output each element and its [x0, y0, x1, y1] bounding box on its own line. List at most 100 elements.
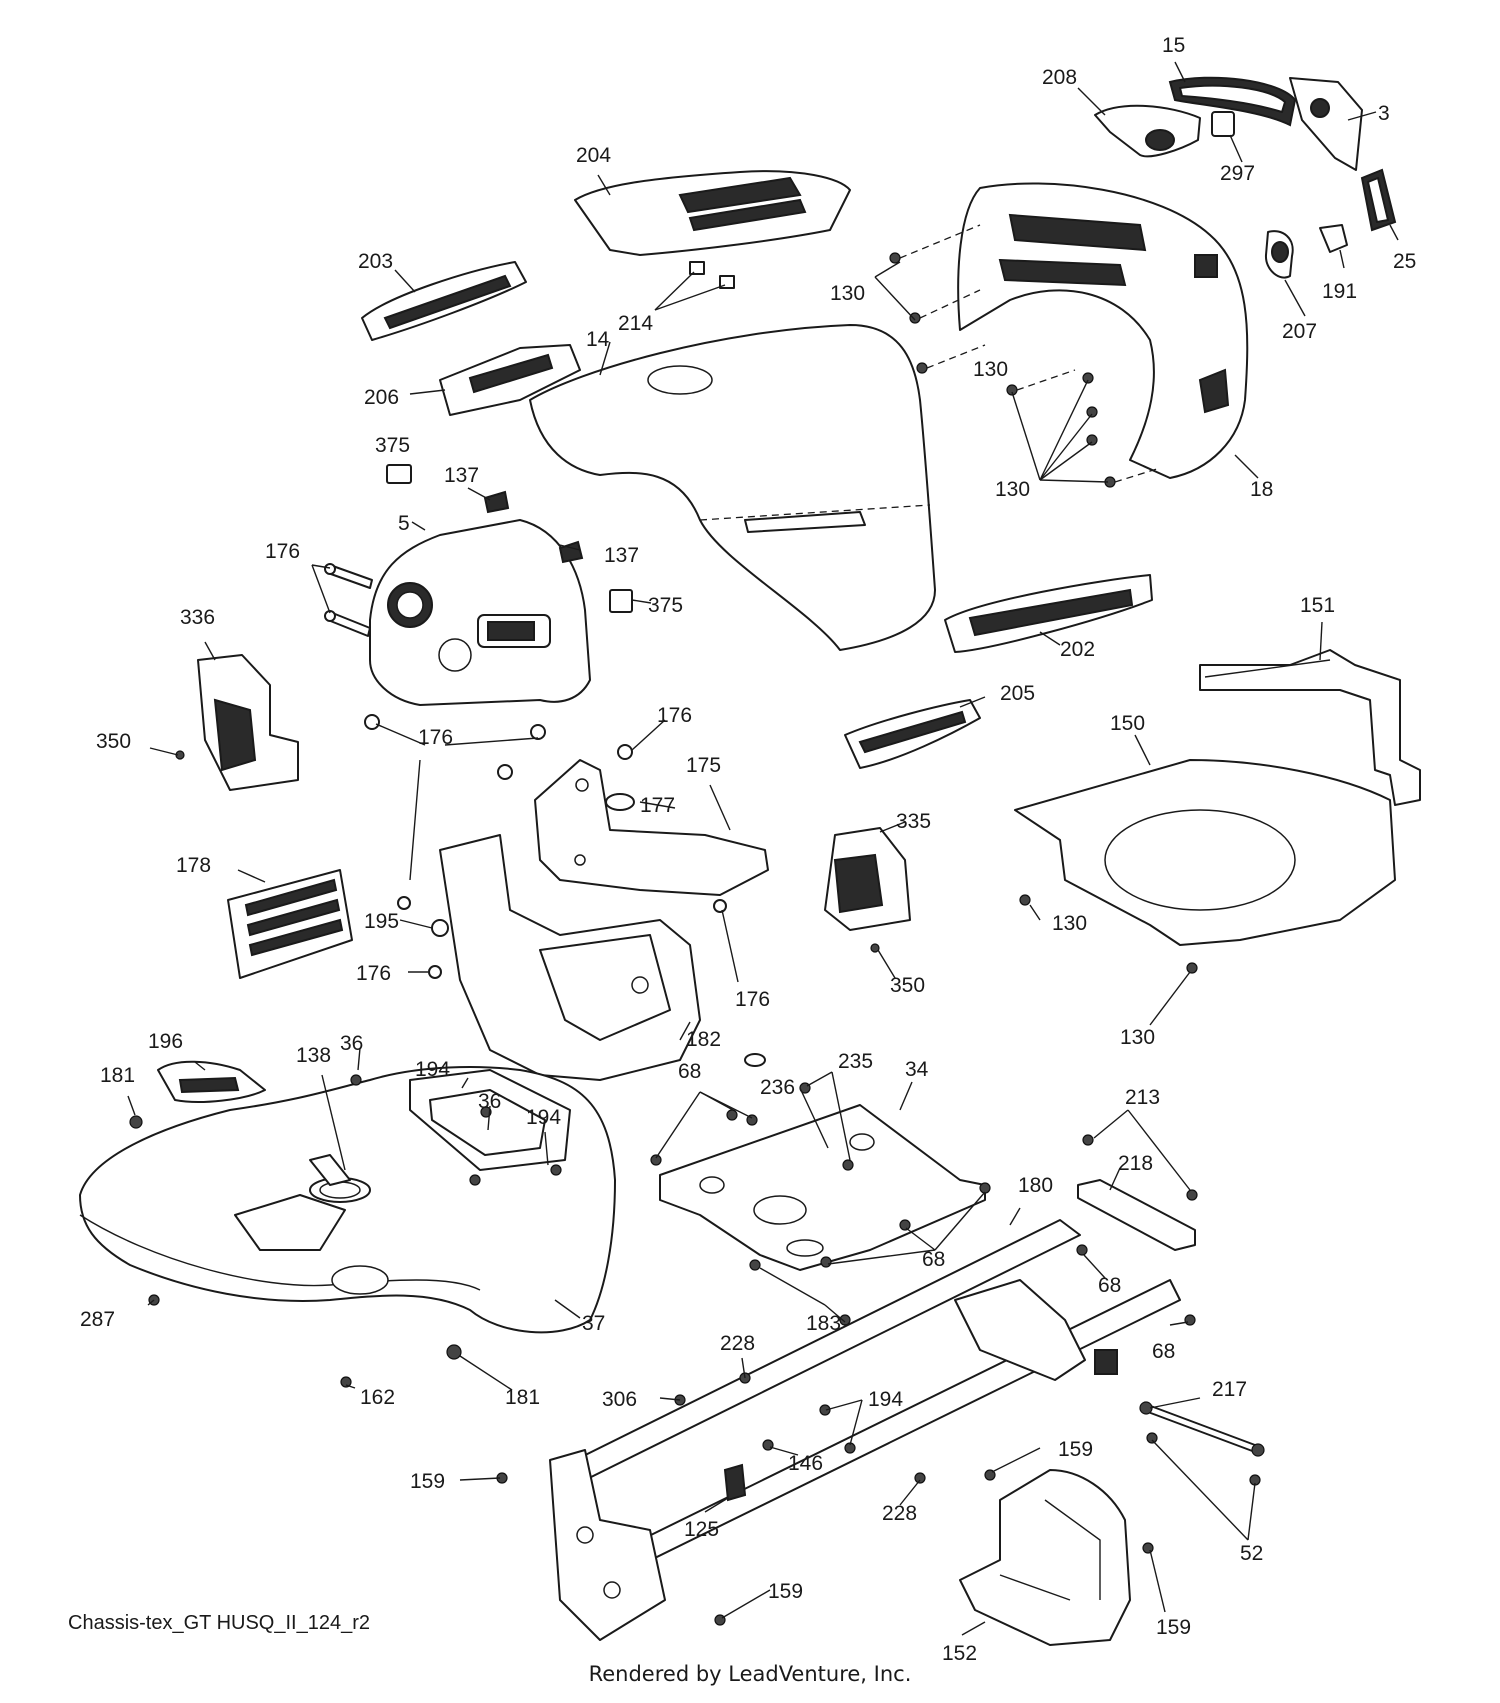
- callout-205: 205: [1000, 682, 1035, 705]
- callout-138: 138: [296, 1044, 331, 1067]
- callout-68-d: 68: [1152, 1340, 1175, 1363]
- screws-130-top: [889, 224, 1161, 488]
- callout-335: 335: [896, 810, 931, 833]
- part-3-dash-panel: [1289, 77, 1363, 171]
- callout-68-a: 68: [678, 1060, 701, 1083]
- part-182-cowl: [439, 834, 701, 1081]
- callout-152: 152: [942, 1642, 977, 1665]
- callout-236: 236: [760, 1076, 795, 1099]
- callout-125: 125: [684, 1518, 719, 1541]
- callout-14: 14: [586, 328, 610, 351]
- callout-194-a: 194: [415, 1058, 450, 1081]
- leader-lines: [127, 61, 1399, 1636]
- callout-18: 18: [1250, 478, 1273, 501]
- callout-203: 203: [358, 250, 393, 273]
- callout-130-d: 130: [1052, 912, 1087, 935]
- callout-196: 196: [148, 1030, 183, 1053]
- callout-36-b: 36: [478, 1090, 501, 1113]
- callout-175: 175: [686, 754, 721, 777]
- part-336-side-panel: [197, 654, 299, 791]
- callout-137-a: 137: [444, 464, 479, 487]
- part-37-fender: [79, 1066, 616, 1334]
- callout-176-e: 176: [735, 988, 770, 1011]
- callout-68-b: 68: [922, 1248, 945, 1271]
- part-335-vent: [824, 827, 911, 931]
- callout-375-b: 375: [648, 594, 683, 617]
- callout-68-c: 68: [1098, 1274, 1121, 1297]
- callout-306: 306: [602, 1388, 637, 1411]
- part-25-seal: [1360, 168, 1397, 232]
- callout-159-d: 159: [1156, 1616, 1191, 1639]
- part-175-bracket: [534, 759, 769, 896]
- part-178-grille-plate: [227, 869, 353, 979]
- callout-213: 213: [1125, 1086, 1160, 1109]
- callout-176-c: 176: [418, 726, 453, 749]
- callout-181-a: 181: [100, 1064, 135, 1087]
- callout-146: 146: [788, 1452, 823, 1475]
- part-152-foot-pan: [959, 1469, 1131, 1646]
- part-208-steering-shaft-cover: [1094, 104, 1201, 158]
- part-151-bracket: [1199, 649, 1421, 806]
- callout-194-b: 194: [526, 1106, 561, 1129]
- bolts-176: [324, 563, 727, 979]
- callout-195: 195: [364, 910, 399, 933]
- part-195-plug: [431, 919, 449, 937]
- rendered-by-credit: Rendered by LeadVenture, Inc.: [588, 1662, 912, 1686]
- part-204-hood-top: [574, 170, 851, 256]
- callout-178: 178: [176, 854, 211, 877]
- callout-130-c: 130: [995, 478, 1030, 501]
- callout-204: 204: [576, 144, 611, 167]
- callout-350-a: 350: [96, 730, 131, 753]
- part-218-bracket: [1077, 1179, 1196, 1251]
- part-202-grille: [944, 574, 1153, 653]
- callout-130-e: 130: [1120, 1026, 1155, 1049]
- callout-194-c: 194: [868, 1388, 903, 1411]
- part-297-clip: [1211, 111, 1235, 137]
- callout-297: 297: [1220, 162, 1255, 185]
- callout-37: 37: [582, 1312, 605, 1335]
- callout-191: 191: [1322, 280, 1357, 303]
- fasteners-213-68: [1076, 1134, 1198, 1326]
- callout-207: 207: [1282, 320, 1317, 343]
- callout-15: 15: [1162, 34, 1185, 57]
- part-15-steering-trim: [1168, 76, 1297, 127]
- callout-181-b: 181: [505, 1386, 540, 1409]
- callout-176-a: 176: [265, 540, 300, 563]
- callout-217: 217: [1212, 1378, 1247, 1401]
- callout-336: 336: [180, 606, 215, 629]
- part-125-bracket: [723, 1463, 747, 1502]
- part-191-knob: [1319, 224, 1348, 253]
- part-34-mounting-plate: [659, 1053, 986, 1271]
- callout-52: 52: [1240, 1542, 1263, 1565]
- callout-labels: 15 208 3 297 25 191 207 204 203 214 14 2…: [80, 34, 1416, 1665]
- part-350-screw-right: [870, 943, 880, 953]
- callout-151: 151: [1300, 594, 1335, 617]
- callout-162: 162: [360, 1386, 395, 1409]
- callout-176-b: 176: [657, 704, 692, 727]
- callout-287: 287: [80, 1308, 115, 1331]
- part-5-dash-console: [369, 519, 591, 706]
- part-205-trim: [844, 699, 981, 769]
- callout-180: 180: [1018, 1174, 1053, 1197]
- callout-130-b: 130: [973, 358, 1008, 381]
- part-375-pads: [386, 464, 633, 613]
- callout-228-b: 228: [882, 1502, 917, 1525]
- callout-350-b: 350: [890, 974, 925, 997]
- callout-159-b: 159: [1058, 1438, 1093, 1461]
- part-18-front-bumper: [957, 182, 1249, 479]
- callout-34: 34: [905, 1058, 929, 1081]
- diagram-code: Chassis-tex_GT HUSQ_II_124_r2: [68, 1612, 370, 1634]
- callout-150: 150: [1110, 712, 1145, 735]
- callout-214: 214: [618, 312, 653, 335]
- callout-176-d: 176: [356, 962, 391, 985]
- part-150-floor-pan: [1014, 759, 1396, 946]
- fasteners-34: [650, 1082, 991, 1326]
- part-196-pad: [157, 1060, 266, 1103]
- callout-36-a: 36: [340, 1032, 363, 1055]
- callout-183: 183: [806, 1312, 841, 1335]
- part-180-frame: [549, 1219, 1181, 1641]
- callout-177: 177: [640, 794, 675, 817]
- part-203-vent-grille: [361, 261, 527, 341]
- callout-137-b: 137: [604, 544, 639, 567]
- part-206-vent-panel: [439, 344, 581, 416]
